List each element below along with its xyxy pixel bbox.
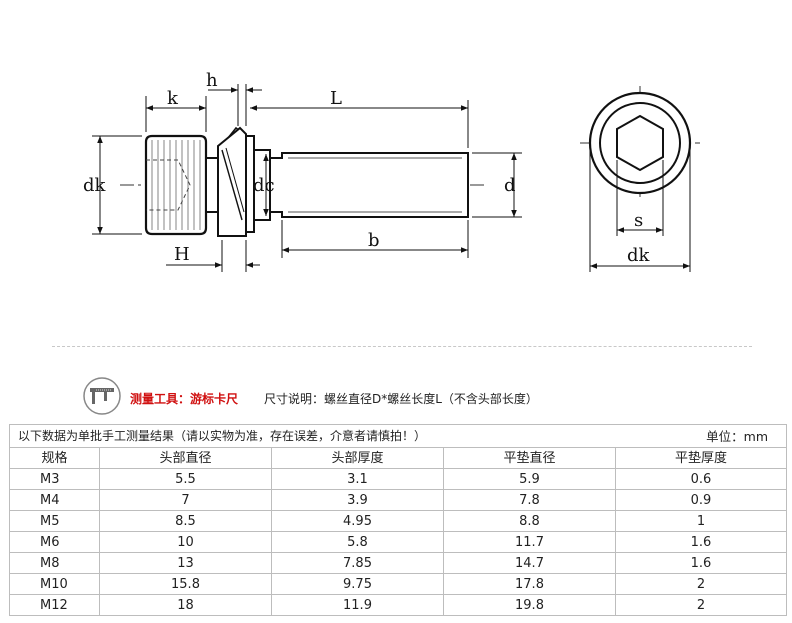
cell-value: 3.1 <box>271 468 444 490</box>
cell-value: 15.8 <box>99 573 272 595</box>
cell-value: 1 <box>615 510 787 532</box>
spec-table: 以下数据为单批手工测量结果（请以实物为准，存在误差，介意者请慎拍！） 单位：mm… <box>9 424 787 616</box>
header-washer-thickness: 平垫厚度 <box>615 447 787 469</box>
cell-value: 5.5 <box>99 468 272 490</box>
label-b: b <box>368 230 380 251</box>
measurement-tool-label: 测量工具：游标卡尺 <box>130 392 239 406</box>
cell-value: 2 <box>615 573 787 595</box>
table-row: M6 10 5.8 11.7 1.6 <box>9 531 787 553</box>
measurement-disclaimer: 以下数据为单批手工测量结果（请以实物为准，存在误差，介意者请慎拍！） <box>18 428 427 443</box>
cell-value: 5.8 <box>271 531 444 553</box>
table-row: M10 15.8 9.75 17.8 2 <box>9 573 787 595</box>
cell-value: 11.9 <box>271 594 444 616</box>
table-row: M12 18 11.9 19.8 2 <box>9 594 787 616</box>
cell-value: 17.8 <box>443 573 616 595</box>
table-row: M5 8.5 4.95 8.8 1 <box>9 510 787 532</box>
table-row: M8 13 7.85 14.7 1.6 <box>9 552 787 574</box>
size-description: 尺寸说明：螺丝直径D*螺丝长度L（不含头部长度） <box>264 392 538 406</box>
table-note-row: 以下数据为单批手工测量结果（请以实物为准，存在误差，介意者请慎拍！） 单位：mm <box>9 424 787 448</box>
cell-size: M8 <box>9 552 100 574</box>
label-dk: dk <box>83 175 107 196</box>
cell-value: 19.8 <box>443 594 616 616</box>
screw-technical-drawing: k h L dk dc d b H s dk <box>83 70 700 272</box>
label-k: k <box>167 88 179 109</box>
cell-value: 7.8 <box>443 489 616 511</box>
cell-value: 8.8 <box>443 510 616 532</box>
cell-value: 0.9 <box>615 489 787 511</box>
cell-value: 4.95 <box>271 510 444 532</box>
table-row: M4 7 3.9 7.8 0.9 <box>9 489 787 511</box>
cell-size: M6 <box>9 531 100 553</box>
unit-label: 单位：mm <box>706 428 768 444</box>
caliper-icon <box>83 377 121 415</box>
cell-size: M12 <box>9 594 100 616</box>
washers <box>217 126 271 237</box>
label-dk-end-view: dk <box>627 245 651 266</box>
cell-value: 8.5 <box>99 510 272 532</box>
label-H: H <box>174 244 190 265</box>
cell-value: 13 <box>99 552 272 574</box>
header-size: 规格 <box>9 447 100 469</box>
cell-value: 1.6 <box>615 531 787 553</box>
screw-head <box>144 134 208 236</box>
screw-end-view <box>580 86 700 200</box>
table-header-row: 规格 头部直径 头部厚度 平垫直径 平垫厚度 <box>9 447 787 469</box>
cell-value: 2 <box>615 594 787 616</box>
cell-value: 1.6 <box>615 552 787 574</box>
cell-value: 3.9 <box>271 489 444 511</box>
label-d: d <box>504 175 516 196</box>
header-washer-diameter: 平垫直径 <box>443 447 616 469</box>
cell-value: 18 <box>99 594 272 616</box>
cell-value: 7.85 <box>271 552 444 574</box>
cell-size: M5 <box>9 510 100 532</box>
cell-value: 0.6 <box>615 468 787 490</box>
cell-value: 10 <box>99 531 272 553</box>
cell-value: 14.7 <box>443 552 616 574</box>
label-h: h <box>206 70 218 91</box>
cell-size: M3 <box>9 468 100 490</box>
cell-value: 11.7 <box>443 531 616 553</box>
cell-size: M4 <box>9 489 100 511</box>
label-dc: dc <box>253 175 275 196</box>
header-head-thickness: 头部厚度 <box>271 447 444 469</box>
table-row: M3 5.5 3.1 5.9 0.6 <box>9 468 787 490</box>
label-L: L <box>330 88 342 109</box>
label-s: s <box>634 210 643 231</box>
cell-size: M10 <box>9 573 100 595</box>
header-head-diameter: 头部直径 <box>99 447 272 469</box>
cell-value: 9.75 <box>271 573 444 595</box>
threaded-shaft <box>269 152 469 218</box>
cell-value: 7 <box>99 489 272 511</box>
section-divider <box>52 346 752 347</box>
cell-value: 5.9 <box>443 468 616 490</box>
measurement-tool-row: 测量工具：游标卡尺 尺寸说明：螺丝直径D*螺丝长度L（不含头部长度） <box>82 376 682 416</box>
